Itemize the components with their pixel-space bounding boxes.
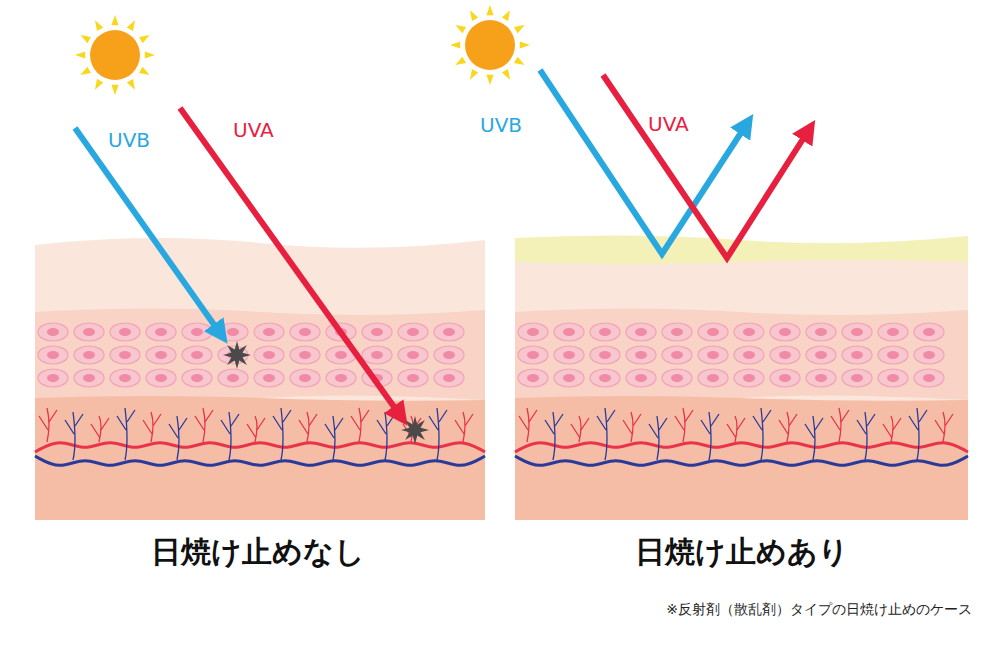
uvb-label: UVB (108, 128, 150, 152)
uva-label: UVA (648, 112, 689, 136)
sun (75, 5, 530, 95)
skin-right (515, 235, 968, 520)
uvb-label: UVB (480, 113, 522, 137)
blood-vessels (35, 408, 968, 465)
skin-left (35, 238, 485, 520)
uv-arrows (75, 70, 810, 418)
damage-burst (223, 341, 429, 444)
uva-label: UVA (233, 118, 274, 142)
footnote: ※反射剤（散乱剤）タイプの日焼け止めのケース (666, 601, 972, 618)
panel-caption: 日焼け止めなし (151, 534, 365, 570)
skin-cells (38, 323, 944, 387)
panel-caption: 日焼け止めあり (635, 534, 849, 570)
